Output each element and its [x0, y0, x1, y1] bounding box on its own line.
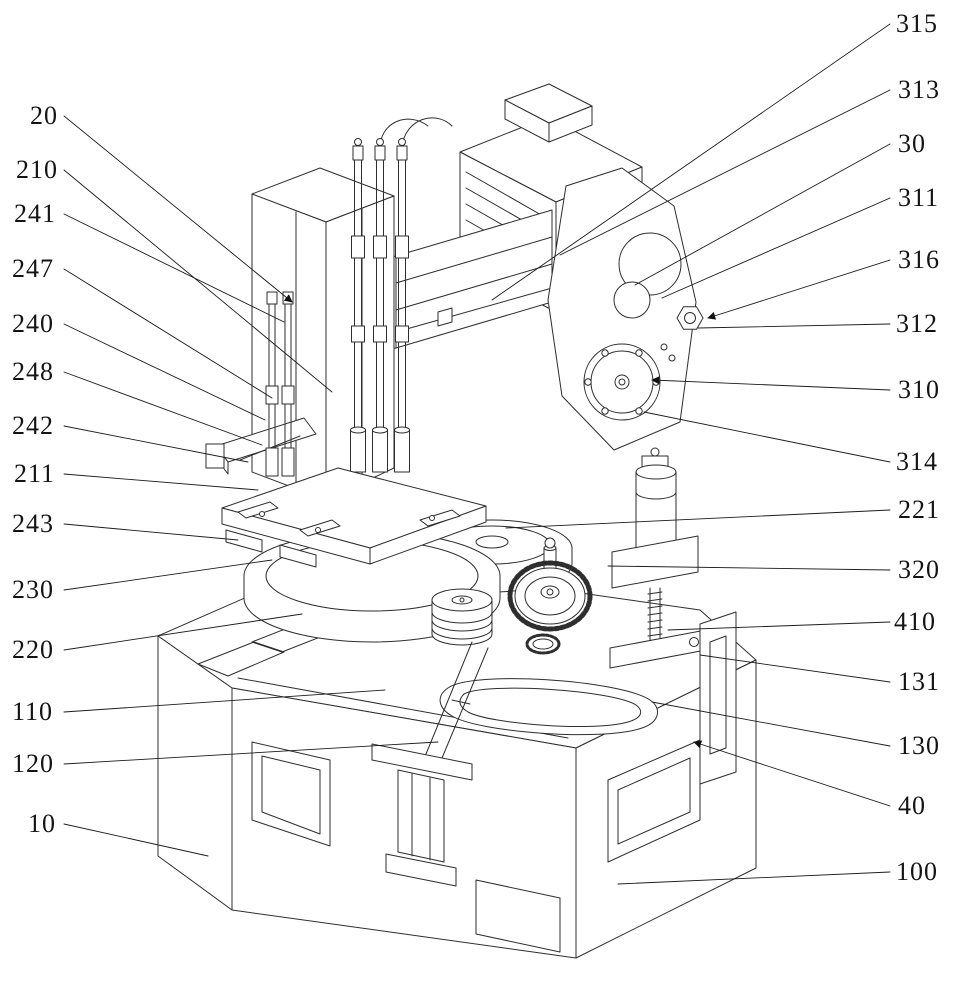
clamp-block	[225, 529, 263, 553]
ref-label-230: 230	[12, 575, 54, 604]
leader-110	[63, 689, 386, 713]
belt-drive	[439, 678, 658, 736]
leader-40	[693, 740, 891, 807]
leader-310	[651, 376, 891, 391]
leader-313	[559, 89, 891, 256]
index-gear	[507, 537, 593, 655]
ref-label-313: 313	[898, 75, 940, 104]
ref-label-110: 110	[12, 697, 54, 726]
ref-label-315: 315	[896, 9, 938, 38]
leader-240	[63, 323, 266, 421]
leader-211	[63, 473, 259, 491]
ref-label-210: 210	[16, 155, 58, 184]
clamp-block	[279, 544, 317, 568]
ref-label-130: 130	[898, 731, 940, 760]
leader-242	[63, 425, 249, 463]
leader-314	[643, 411, 891, 463]
ref-label-242: 242	[12, 411, 54, 440]
gearbox	[547, 167, 704, 451]
ref-label-10: 10	[28, 809, 56, 838]
leader-315	[491, 23, 891, 301]
leader-131	[699, 654, 891, 683]
leader-lines	[63, 23, 891, 885]
leader-241	[63, 213, 285, 323]
leader-221	[505, 509, 891, 529]
leader-410	[667, 621, 891, 631]
ref-label-247: 247	[12, 254, 54, 283]
leader-210	[63, 169, 333, 393]
ref-label-311: 311	[898, 183, 940, 212]
leader-100	[617, 871, 891, 885]
grooved-pulley	[431, 588, 493, 646]
leader-311	[661, 197, 891, 299]
spindle-plate	[221, 467, 487, 568]
ref-label-241: 241	[14, 199, 56, 228]
leader-320	[607, 565, 891, 571]
leader-130	[651, 701, 891, 747]
ref-label-410: 410	[894, 607, 936, 636]
ref-label-221: 221	[898, 495, 940, 524]
ref-label-30: 30	[898, 129, 926, 158]
leader-10	[63, 823, 209, 857]
lower-slide	[371, 641, 489, 887]
feed-motor-assembly	[609, 447, 723, 669]
ref-label-314: 314	[896, 447, 938, 476]
shaft-hexagon	[676, 306, 704, 330]
leader-312	[697, 323, 891, 329]
ref-label-131: 131	[898, 667, 940, 696]
ref-label-243: 243	[12, 509, 54, 538]
ref-label-211: 211	[14, 459, 56, 488]
leader-248	[63, 371, 263, 446]
spindle-rods	[350, 117, 453, 473]
ref-label-316: 316	[898, 245, 940, 274]
ref-label-120: 120	[12, 749, 54, 778]
ref-label-240: 240	[12, 309, 54, 338]
right-upright	[699, 611, 737, 785]
leader-20	[63, 115, 293, 303]
ref-label-220: 220	[12, 635, 54, 664]
ref-label-100: 100	[896, 857, 938, 886]
ref-label-320: 320	[898, 555, 940, 584]
ref-label-248: 248	[12, 357, 54, 386]
leader-30	[634, 143, 891, 286]
leader-243	[63, 523, 239, 541]
leader-220	[63, 613, 303, 651]
ref-label-40: 40	[898, 791, 926, 820]
leader-120	[63, 741, 439, 765]
leader-316	[707, 259, 891, 320]
leader-230	[63, 559, 273, 591]
ref-label-20: 20	[30, 101, 58, 130]
leader-247	[63, 268, 273, 399]
ref-label-310: 310	[898, 375, 940, 404]
ref-label-312: 312	[896, 309, 938, 338]
